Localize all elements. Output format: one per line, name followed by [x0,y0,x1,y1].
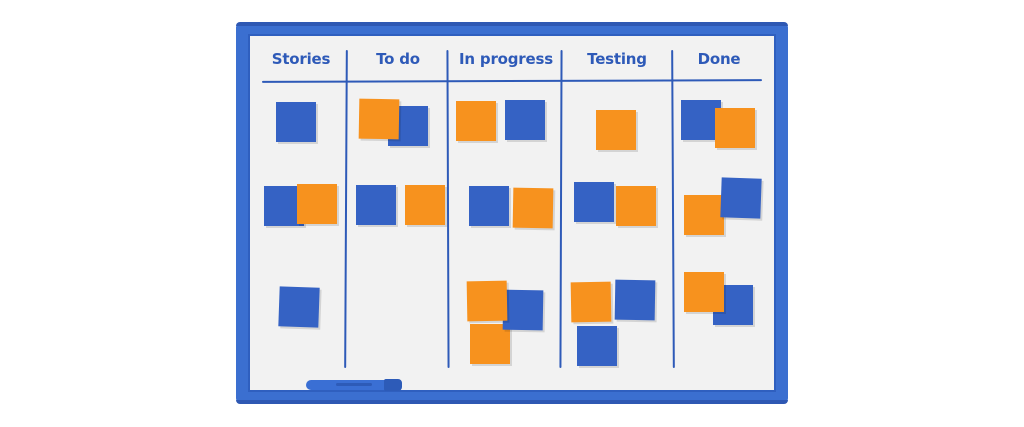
sticky-note-orange[interactable] [405,185,445,225]
column-title-stories: Stories [271,50,331,68]
sticky-note-orange[interactable] [297,184,337,224]
sticky-note-blue[interactable] [720,177,762,219]
sticky-note-orange[interactable] [596,110,636,150]
whiteboard-frame-bottom [236,400,788,404]
sticky-note-orange[interactable] [470,324,510,364]
sticky-note-blue[interactable] [278,286,320,328]
marker-band [336,383,372,386]
sticky-note-orange[interactable] [456,101,496,141]
sticky-note-blue[interactable] [276,102,316,142]
sticky-note-orange[interactable] [466,280,508,322]
sticky-note-orange[interactable] [358,98,400,140]
sticky-note-orange[interactable] [684,195,724,235]
sticky-note-orange[interactable] [570,281,612,323]
sticky-note-blue[interactable] [469,186,509,226]
sticky-note-orange[interactable] [715,108,755,148]
sticky-note-blue[interactable] [614,279,656,321]
sticky-note-blue[interactable] [356,185,396,225]
sticky-note-blue[interactable] [502,289,544,331]
sticky-note-orange[interactable] [684,272,724,312]
sticky-note-blue[interactable] [681,100,721,140]
sticky-note-blue[interactable] [577,326,617,366]
whiteboard-frame-top [236,22,788,26]
marker-pen-icon[interactable] [306,378,402,392]
sticky-note-orange[interactable] [512,187,554,229]
sticky-note-blue[interactable] [505,100,545,140]
column-title-done: Done [697,50,741,68]
sticky-note-blue[interactable] [574,182,614,222]
column-title-todo: To do [376,50,420,68]
sticky-note-orange[interactable] [616,186,656,226]
marker-cap [384,379,402,391]
column-title-inprogress: In progress [459,50,553,68]
column-title-testing: Testing [587,50,647,68]
